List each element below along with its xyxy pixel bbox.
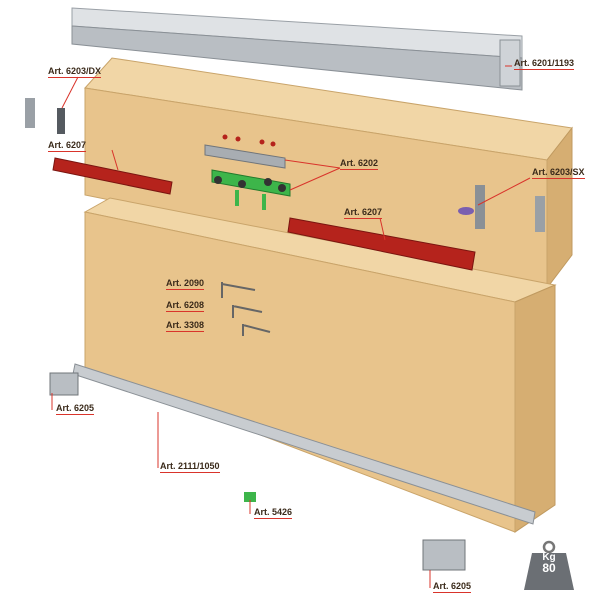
center-bracket bbox=[204, 134, 291, 210]
stop-dx-piece bbox=[57, 108, 65, 134]
label-screw-6208: Art. 6208 bbox=[166, 300, 205, 312]
stop-sx-plate bbox=[535, 196, 545, 232]
stop-sx-piece bbox=[475, 185, 485, 229]
weight-capacity: Kg 80 bbox=[524, 552, 574, 574]
label-screw-3308: Art. 3308 bbox=[166, 320, 205, 332]
label-bracket: Art. 6202 bbox=[340, 158, 379, 170]
roller-left bbox=[49, 372, 79, 396]
screw-3308 bbox=[242, 324, 271, 336]
label-roller-left: Art. 6205 bbox=[56, 403, 95, 415]
weight-value: 80 bbox=[542, 561, 556, 575]
screw-6208 bbox=[232, 305, 263, 318]
top-rail bbox=[71, 7, 523, 91]
leader-lines bbox=[51, 65, 531, 588]
guide-clip bbox=[244, 492, 256, 502]
screw-2090 bbox=[221, 282, 256, 298]
label-roller-right: Art. 6205 bbox=[433, 581, 472, 593]
stop-dx-plate bbox=[25, 98, 35, 128]
lower-door-panel bbox=[83, 197, 557, 533]
weight-unit: Kg bbox=[542, 552, 556, 563]
label-stop-sx: Art. 6203/SX bbox=[532, 167, 585, 179]
label-damper-right: Art. 6207 bbox=[344, 207, 383, 219]
label-stop-dx: Art. 6203/DX bbox=[48, 66, 102, 78]
damper-right bbox=[287, 217, 476, 271]
damper-left bbox=[52, 157, 173, 195]
label-damper-left: Art. 6207 bbox=[48, 140, 87, 152]
bottom-guide-rail bbox=[72, 363, 536, 525]
roller-right bbox=[422, 539, 466, 571]
label-bottom-guide: Art. 2111/1050 bbox=[160, 461, 220, 473]
upper-door-panel bbox=[84, 57, 573, 290]
label-screw-2090: Art. 2090 bbox=[166, 278, 205, 290]
label-guide-clip: Art. 5426 bbox=[254, 507, 293, 519]
label-rail: Art. 6201/1193 bbox=[514, 58, 575, 70]
weight-icon bbox=[524, 540, 574, 590]
